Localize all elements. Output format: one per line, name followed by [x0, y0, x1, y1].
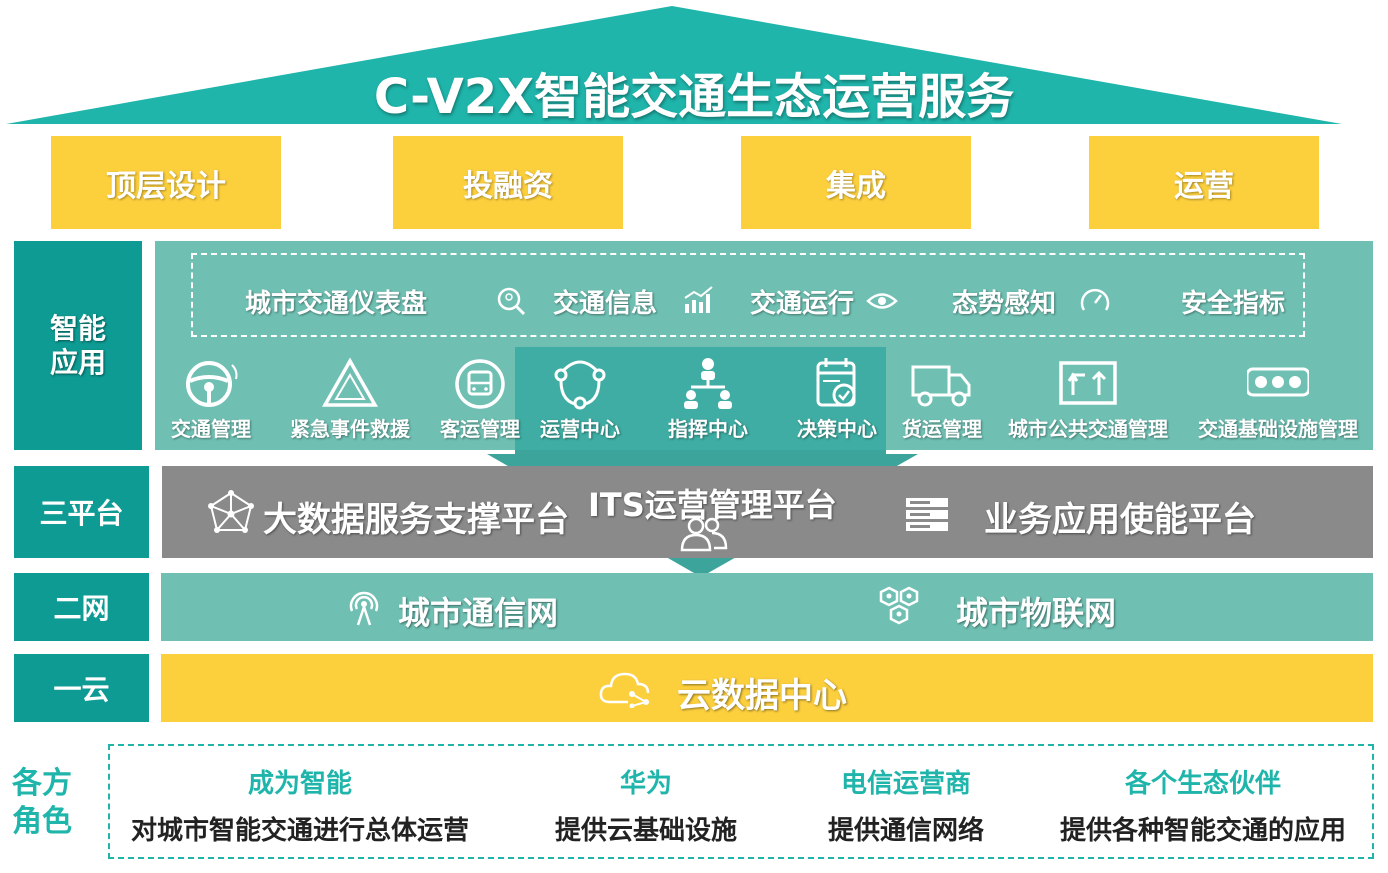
networks-label: 二网 — [14, 573, 149, 641]
app-decision-center: 决策中心 — [778, 355, 896, 442]
role-desc: 提供云基础设施 — [554, 816, 738, 846]
app-traffic-management: 交通管理 — [152, 355, 270, 442]
business-enablement-platform: 业务应用使能平台 — [984, 500, 1256, 540]
big-data-platform: 大数据服务支撑平台 — [263, 500, 569, 540]
eye-icon — [866, 293, 898, 309]
roles-box — [108, 744, 1374, 859]
app-label: 指挥中心 — [668, 417, 748, 441]
dashboard-title: 城市交通仪表盘 — [245, 289, 428, 319]
pillar-financing: 投融资 — [393, 136, 623, 229]
traffic-light-icon — [1247, 367, 1309, 397]
app-label: 运营中心 — [540, 417, 620, 441]
city-iot-network: 城市物联网 — [956, 594, 1117, 632]
city-communication-network: 城市通信网 — [398, 594, 559, 632]
gauge-icon — [1080, 288, 1110, 311]
role-title: 成为智能 — [247, 769, 353, 799]
steering-wheel-icon — [186, 361, 238, 407]
role-desc: 提供各种智能交通的应用 — [1059, 816, 1347, 846]
app-passenger-transport: 客运管理 — [421, 355, 539, 442]
road-sign-icon — [1059, 361, 1117, 405]
cloud-panel — [161, 654, 1373, 722]
role-title: 电信运营商 — [840, 769, 972, 799]
search-data-icon — [497, 287, 526, 316]
app-public-transport: 城市公共交通管理 — [996, 355, 1180, 442]
app-label: 城市公共交通管理 — [1008, 417, 1168, 441]
bus-icon — [455, 359, 505, 409]
server-stack-icon — [906, 498, 948, 531]
networks-panel — [161, 573, 1373, 641]
network-nodes-icon — [208, 490, 254, 533]
app-emergency-rescue: 紧急事件救援 — [265, 355, 435, 442]
signal-tower-icon — [349, 591, 379, 626]
role-desc: 提供通信网络 — [827, 816, 985, 846]
pillar-top-design: 顶层设计 — [51, 136, 281, 229]
calendar-check-icon — [816, 358, 856, 407]
truck-icon — [911, 365, 971, 407]
cloud-share-icon — [599, 672, 650, 708]
role-desc: 对城市智能交通进行总体运营 — [130, 816, 470, 846]
its-platform: ITS运营管理平台 — [588, 486, 837, 524]
dashboard-box — [191, 253, 1305, 337]
warning-triangle-icon — [321, 357, 379, 407]
platforms-label: 三平台 — [14, 466, 149, 558]
dashboard-item-situation-awareness: 态势感知 — [952, 289, 1057, 319]
app-label: 货运管理 — [902, 417, 982, 441]
iot-hexagon-icon — [879, 586, 919, 625]
app-command-center: 指挥中心 — [649, 355, 767, 442]
dashboard-item-traffic-operation: 交通运行 — [750, 289, 855, 319]
role-title: 华为 — [619, 769, 673, 799]
dashboard-item-traffic-info: 交通信息 — [553, 289, 658, 319]
app-label: 客运管理 — [440, 417, 520, 441]
cloud-label: 一云 — [14, 654, 149, 722]
app-infrastructure: 交通基础设施管理 — [1186, 355, 1370, 442]
app-label: 紧急事件救援 — [290, 417, 410, 441]
app-label: 交通管理 — [171, 417, 251, 441]
app-freight-management: 货运管理 — [883, 355, 1001, 442]
pillar-operation: 运营 — [1089, 136, 1319, 229]
app-operation-center: 运营中心 — [521, 355, 639, 442]
dashboard-item-safety-index: 安全指标 — [1181, 289, 1286, 319]
smart-app-label: 智能 应用 — [14, 241, 142, 450]
platforms-panel — [162, 466, 1373, 558]
role-title: 各个生态伙伴 — [1124, 769, 1282, 799]
app-label: 决策中心 — [797, 417, 877, 441]
roles-label: 各方 角色 — [12, 766, 72, 839]
share-network-icon — [554, 360, 606, 410]
org-chart-icon — [684, 358, 732, 409]
trend-chart-icon — [684, 286, 713, 313]
app-label: 交通基础设施管理 — [1198, 417, 1358, 441]
main-title: C-V2X智能交通生态运营服务 — [373, 69, 1015, 125]
users-icon — [680, 517, 728, 552]
roof — [6, 6, 1342, 124]
cloud-data-center: 云数据中心 — [677, 676, 847, 716]
pillar-integration: 集成 — [741, 136, 971, 229]
